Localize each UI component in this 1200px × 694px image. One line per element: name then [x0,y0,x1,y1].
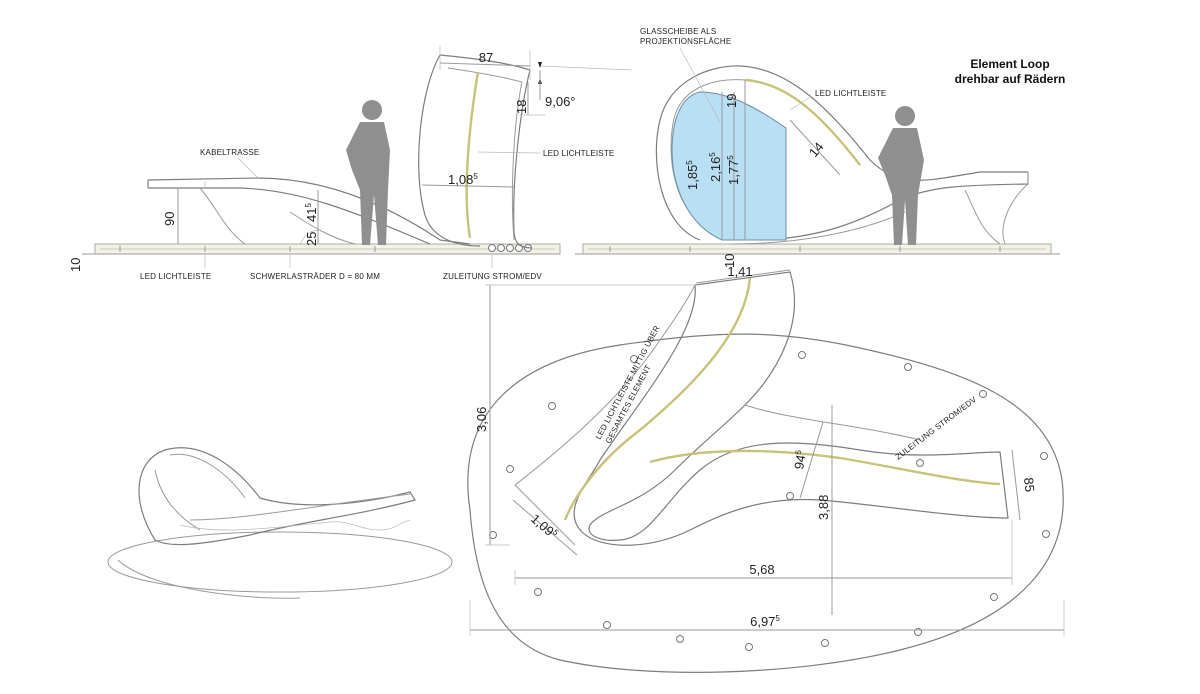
dim-41-5: 415 [304,203,319,222]
dim-6-97-5: 6,975 [750,614,780,629]
dim-3-06: 3,06 [474,407,489,432]
dim-18: 18 [514,100,529,114]
wheels [488,244,532,252]
title-line-2: drehbar auf Rädern [955,72,1066,86]
floor-ticks-right [609,246,1001,252]
label-zuleitung-side: ZULEITUNG STROM/EDV [443,272,542,281]
bench-top-lower [148,187,431,245]
dim-10-mid: 10 [722,254,737,268]
perspective-base [107,531,453,593]
label-schwerlastraeder: SCHWERLASTRÄDER D = 80 MM [250,272,380,281]
dim-2-16-5: 2,165 [708,152,723,182]
label-led-left: LED LICHTLEISTE [140,272,211,281]
dim-94-5: 945 [791,449,809,471]
dim-5-68: 5,68 [749,562,774,577]
bench-base-left [199,187,246,245]
plan-led-strip-2 [649,449,1001,486]
plan-view: 1,41 3,06 1,095 945 3,88 85 5,68 6,975 L… [467,264,1065,673]
plan-led-strip-1 [563,277,752,521]
perspective-body [138,447,416,546]
label-led-right: LED LICHTLEISTE [815,89,886,98]
label-glasscheibe-1: GLASSCHEIBE ALS [640,27,716,36]
perspective-view [107,447,453,599]
dim-25: 25 [304,232,319,246]
led-strip-front [744,78,861,166]
dim-1-85-5: 1,855 [685,160,700,190]
plan-wheel-holes [489,351,1050,651]
floor-ticks [119,246,376,252]
glass-pane [671,91,787,241]
plan-ribbon [573,271,1009,546]
dim-90: 90 [162,212,177,226]
bench-top [147,177,471,245]
led-strip-side [465,71,480,239]
dim-angle: 9,06° [545,94,576,109]
human-figure-right [878,106,924,245]
dim-85: 85 [1021,477,1037,493]
front-elevation: 19 1,855 2,165 1,775 14 10 GLASSCHEIBE A… [575,27,1060,268]
label-glasscheibe-2: PROJEKTIONSFLÄCHE [640,37,731,46]
dim-10-left: 10 [68,258,83,272]
dim-1-08-5: 1,085 [448,172,478,187]
title-block: Element Loop drehbar auf Rädern [955,57,1066,86]
human-figure-left [346,100,390,245]
label-plan-led-1: LED LICHTLEISTE MITTIG ÜBER [594,324,662,441]
dim-1-41: 1,41 [727,264,752,279]
loop-outer-left [418,54,481,247]
label-plan-zuleitung: ZULEITUNG STROM/EDV [894,395,979,462]
loop-outer-right [513,69,533,249]
plan-base-outline [467,333,1064,673]
title-line-1: Element Loop [970,57,1049,71]
label-led-mid: LED LICHTLEISTE [543,149,614,158]
loop-top [439,54,531,71]
label-kabeltrasse: KABELTRASSE [200,148,259,157]
dim-87: 87 [479,50,493,65]
dim-1-77-5: 1,775 [726,155,741,185]
dim-3-88: 3,88 [816,495,831,520]
side-elevation: 90 415 25 10 87 18 9,06° 1,085 KABELTRAS… [68,45,633,281]
bench-base-right [289,211,356,245]
dim-19: 19 [724,94,739,108]
